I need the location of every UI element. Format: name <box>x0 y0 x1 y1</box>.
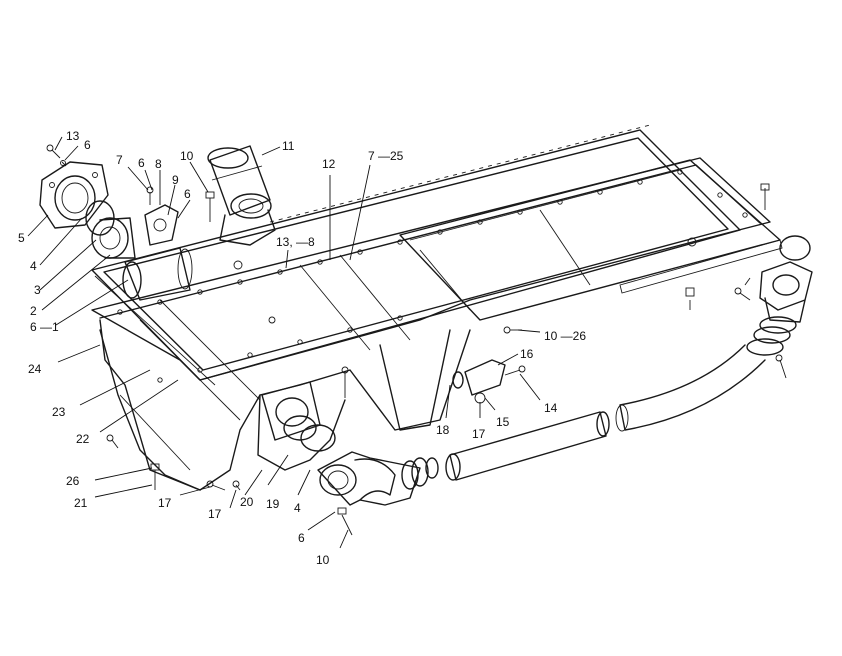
callout-14: 14 <box>544 401 558 415</box>
callout-labels: 13 6 5 4 3 2 6 —1 7 6 8 9 6 10 11 12 7 —… <box>18 129 586 567</box>
callout-6: 6 <box>298 531 305 545</box>
sensor-bracket <box>144 186 179 246</box>
callout-10-26: 10 —26 <box>544 329 586 343</box>
callout-6: 6 <box>184 187 191 201</box>
callout-6: 6 <box>138 156 145 170</box>
callout-10: 10 <box>180 149 194 163</box>
callout-17: 17 <box>158 496 172 510</box>
left-thermostat-housing <box>91 217 136 259</box>
callout-2: 2 <box>30 304 37 318</box>
callout-17: 17 <box>472 427 486 441</box>
callout-5: 5 <box>18 231 25 245</box>
callout-7-25: 7 —25 <box>368 149 404 163</box>
callout-16: 16 <box>520 347 534 361</box>
callout-12: 12 <box>322 157 336 171</box>
callout-15: 15 <box>496 415 510 429</box>
bent-oil-pipe <box>615 344 766 432</box>
breather-sleeve <box>207 145 276 246</box>
callout-11: 11 <box>282 139 295 153</box>
callout-10: 10 <box>316 553 330 567</box>
callout-4: 4 <box>294 501 301 515</box>
oil-pan-body <box>91 157 781 491</box>
callout-4: 4 <box>30 259 37 273</box>
callout-9: 9 <box>172 173 179 187</box>
left-pipe-stub <box>122 247 193 301</box>
right-gasket-ring <box>779 235 811 261</box>
right-coupling-rings <box>746 316 797 356</box>
callout-6-1: 6 —1 <box>30 320 59 334</box>
callout-6: 6 <box>84 138 91 152</box>
callout-20: 20 <box>240 495 254 509</box>
callout-13-8: 13, —8 <box>276 235 315 249</box>
callout-leaders <box>27 136 541 549</box>
straight-oil-pipe <box>445 411 610 481</box>
callout-24: 24 <box>28 362 42 376</box>
callout-8: 8 <box>155 157 162 171</box>
elbow-coupling <box>401 457 439 490</box>
left-outlet-flange <box>39 161 109 229</box>
relief-valve <box>452 359 526 404</box>
callout-22: 22 <box>76 432 90 446</box>
callout-19: 19 <box>266 497 280 511</box>
callout-13: 13 <box>66 129 80 143</box>
center-pipe-flange <box>261 381 336 452</box>
callout-23: 23 <box>52 405 66 419</box>
callout-18: 18 <box>436 423 450 437</box>
callout-26: 26 <box>66 474 80 488</box>
elbow-pipe <box>317 451 421 506</box>
callout-21: 21 <box>74 496 88 510</box>
callout-7: 7 <box>116 153 123 167</box>
callout-3: 3 <box>34 283 41 297</box>
right-outlet-flange <box>759 261 813 323</box>
callout-17: 17 <box>208 507 222 521</box>
